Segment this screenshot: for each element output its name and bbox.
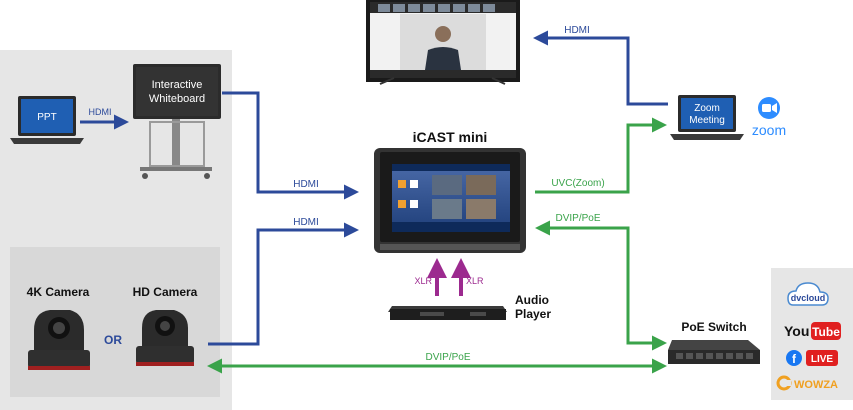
zoom-icon <box>758 97 780 119</box>
youtube-icon <box>811 322 841 340</box>
xlr-label-right: XLR <box>466 276 484 286</box>
wowza-icon <box>776 375 792 391</box>
dvip-label-right: DVIP/PoE <box>555 213 600 224</box>
camera-4k <box>28 310 90 370</box>
facebook-live-label: LIVE <box>811 354 834 365</box>
poe-switch-label: PoE Switch <box>681 320 746 334</box>
hdmi-label-tv: HDMI <box>564 25 590 36</box>
hdmi-line-tv <box>533 30 668 106</box>
whiteboard-label-1: Interactive <box>152 79 203 91</box>
dvip-label-bottom: DVIP/PoE <box>425 352 470 363</box>
uvc-zoom-label: UVC(Zoom) <box>551 178 604 189</box>
zoom-meeting-label-2: Meeting <box>689 115 725 126</box>
zoom-laptop <box>670 95 744 140</box>
youtube-tube: Tube <box>812 325 840 339</box>
hdmi-label-camera: HDMI <box>293 217 319 228</box>
zoom-meeting-label-1: Zoom <box>694 103 720 114</box>
icast-title: iCAST mini <box>413 129 488 145</box>
facebook-live-badge <box>806 350 838 366</box>
camera-hd <box>136 310 194 366</box>
cam-hd-label: HD Camera <box>133 285 198 299</box>
facebook-icon <box>786 350 802 366</box>
audio-player <box>388 306 507 320</box>
or-label: OR <box>104 333 122 347</box>
hdmi-line-camera <box>208 222 359 346</box>
whiteboard <box>133 64 221 179</box>
facebook-f: f <box>792 352 797 366</box>
uvc-line <box>535 117 667 194</box>
tv-monitor <box>366 0 520 85</box>
dvip-line-right <box>535 220 667 351</box>
ppt-laptop <box>10 96 84 144</box>
hdmi-line-whiteboard <box>222 91 359 200</box>
whiteboard-label-2: Whiteboard <box>149 93 205 105</box>
icast-mini-device <box>374 148 526 253</box>
audio-player-label-1: Audio <box>515 293 549 307</box>
cam-4k-label: 4K Camera <box>27 285 90 299</box>
zoom-logo-text: zoom <box>752 122 786 138</box>
xlr-label-left: XLR <box>414 276 432 286</box>
hdmi-label-whiteboard: HDMI <box>293 179 319 190</box>
dvcloud-label: dvcloud <box>791 293 826 303</box>
hdmi-label-ppt: HDMI <box>89 107 112 117</box>
youtube-you: You <box>784 323 809 339</box>
poe-switch <box>668 340 760 364</box>
wowza-label: WOWZA <box>794 379 838 391</box>
dvcloud-icon <box>787 282 829 306</box>
ppt-label: PPT <box>37 112 56 123</box>
audio-player-label-2: Player <box>515 307 551 321</box>
